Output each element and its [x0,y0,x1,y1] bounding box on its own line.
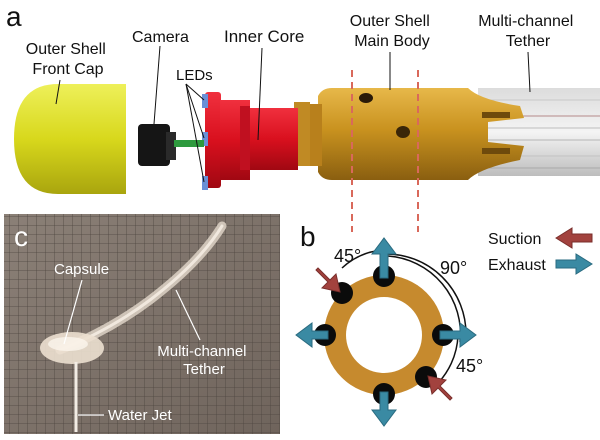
body-port-hole [359,93,373,103]
legend-exhaust-arrow [555,253,593,275]
front-cap-leader [55,79,61,105]
tether-leader [527,51,531,93]
suction-arrows [315,267,453,401]
camera-label: Camera [132,29,189,46]
angle-label-top: 45° [334,246,361,266]
exhaust-arrow-right [439,322,477,348]
legend-suction-label: Suction [488,231,541,248]
capsule-leader [63,279,83,345]
inner-core-leader [257,47,263,141]
body-port-hole [396,126,410,138]
photo-tether-leader [175,289,201,341]
legend: Suction Exhaust [488,227,593,275]
led [202,132,208,146]
led-leader [185,83,205,101]
angle-label-bottom: 45° [456,356,483,376]
camera-leader [153,45,161,125]
angle-arc-90 [383,253,467,336]
capsule-label: Capsule [54,261,109,278]
led [202,94,208,108]
main-body-label: Outer Shell Main Body [350,13,435,50]
leds-label: LEDs [176,67,213,84]
panel-b-letter: b [300,221,316,252]
led-leader [185,83,205,183]
led-leader [185,83,205,139]
suction-arrow-bottom [427,375,453,401]
photo-panel [4,214,280,434]
photo-tether-label: Multi-channel Tether [157,343,250,378]
suction-arrow-top [315,267,341,293]
inner-core [205,92,298,188]
panel-c-letter: c [14,221,28,252]
water-jet-label: Water Jet [108,407,172,424]
front-cap-label: Outer Shell Front Cap [26,41,111,78]
angle-label-right: 90° [440,258,467,278]
exhaust-arrow-down [371,391,397,427]
camera [138,124,204,166]
legend-exhaust-label: Exhaust [488,257,546,274]
tether-label: Multi-channel Tether [478,13,578,50]
exhaust-arrow-left [295,322,329,348]
ring-bore [346,297,422,373]
exhaust-arrow-up [371,237,397,279]
panel-a-letter: a [6,1,22,32]
exhaust-arrows [295,237,477,427]
inner-core-label: Inner Core [224,27,304,46]
legend-suction-arrow [555,227,593,249]
leds [202,94,208,190]
led [202,176,208,190]
outer-shell-front-cap [14,84,126,194]
